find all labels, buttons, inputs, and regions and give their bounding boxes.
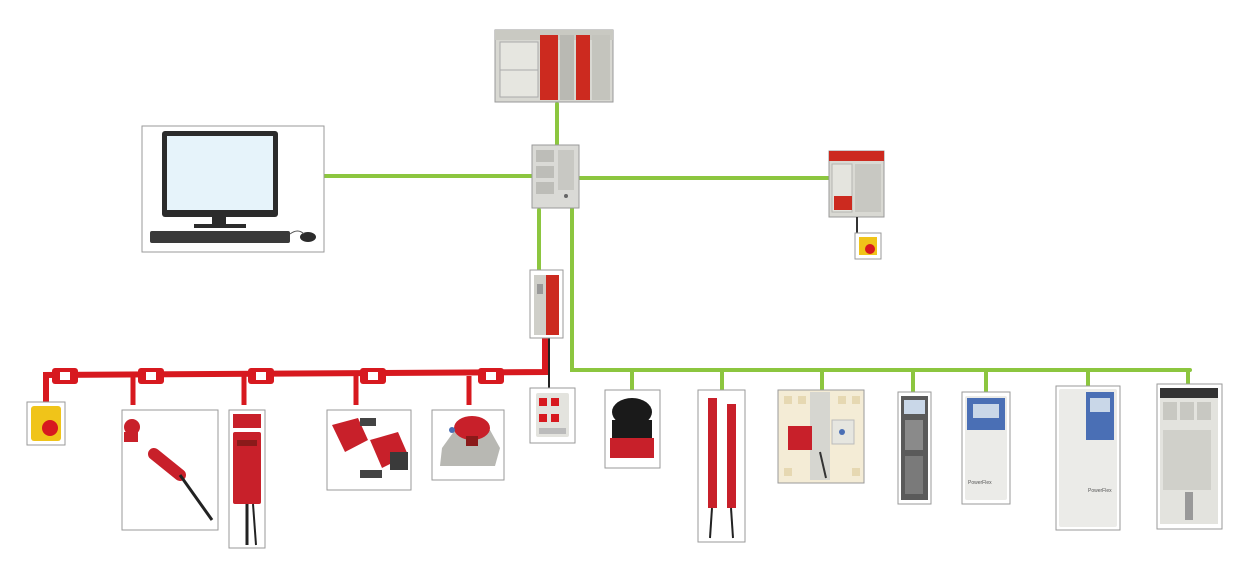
- safety-laser-scanner-icon: [612, 398, 652, 426]
- drive-small: PowerFlex: [961, 391, 1011, 505]
- guard-lock-icon: [788, 426, 812, 450]
- non-contact-switch: [326, 409, 412, 491]
- estop-station-right: [854, 232, 882, 260]
- interlock-switch-icon: [233, 432, 261, 504]
- safety-bus-trunk: [43, 338, 548, 402]
- estop-mushroom: [431, 409, 505, 481]
- compact-safety-controller: [828, 150, 885, 233]
- safety-relay-module: [529, 269, 564, 339]
- keyboard-icon: [150, 231, 290, 243]
- ethernet-cables: [276, 102, 1192, 394]
- rope-pull-switch-icon: [124, 419, 140, 435]
- guard-locking-switch: [777, 389, 865, 484]
- non-contact-switch-icon: [332, 418, 368, 452]
- brand-label: PowerFlex: [968, 480, 992, 486]
- workstation: [141, 125, 325, 253]
- bus-connector: [248, 368, 274, 384]
- e-stop-icon: [865, 244, 875, 254]
- mouse-icon: [300, 232, 316, 242]
- bus-connector: [360, 368, 386, 384]
- interlock-switch: [228, 409, 266, 549]
- e-stop-icon: [454, 416, 490, 440]
- ethernet-switch: [531, 144, 580, 209]
- eth-main-trunk: [570, 206, 1192, 372]
- safety-controller: [494, 29, 614, 103]
- cable-pull-switch: [121, 409, 219, 531]
- brand-label: PowerFlex: [1088, 488, 1112, 494]
- e-stop-icon: [42, 420, 58, 436]
- contactor: [529, 387, 576, 444]
- servo-drive: [1156, 383, 1223, 530]
- estop-station-left: [26, 401, 66, 446]
- bus-connector: [478, 368, 504, 384]
- laser-scanner: [604, 389, 661, 469]
- light-curtain: [697, 389, 746, 543]
- drive-large: PowerFlex: [1055, 385, 1121, 531]
- bus-connector: [138, 368, 164, 384]
- bus-connector: [52, 368, 78, 384]
- io-module: [897, 391, 932, 505]
- safety-bus: [43, 338, 550, 405]
- light-curtain-icon: [708, 398, 717, 508]
